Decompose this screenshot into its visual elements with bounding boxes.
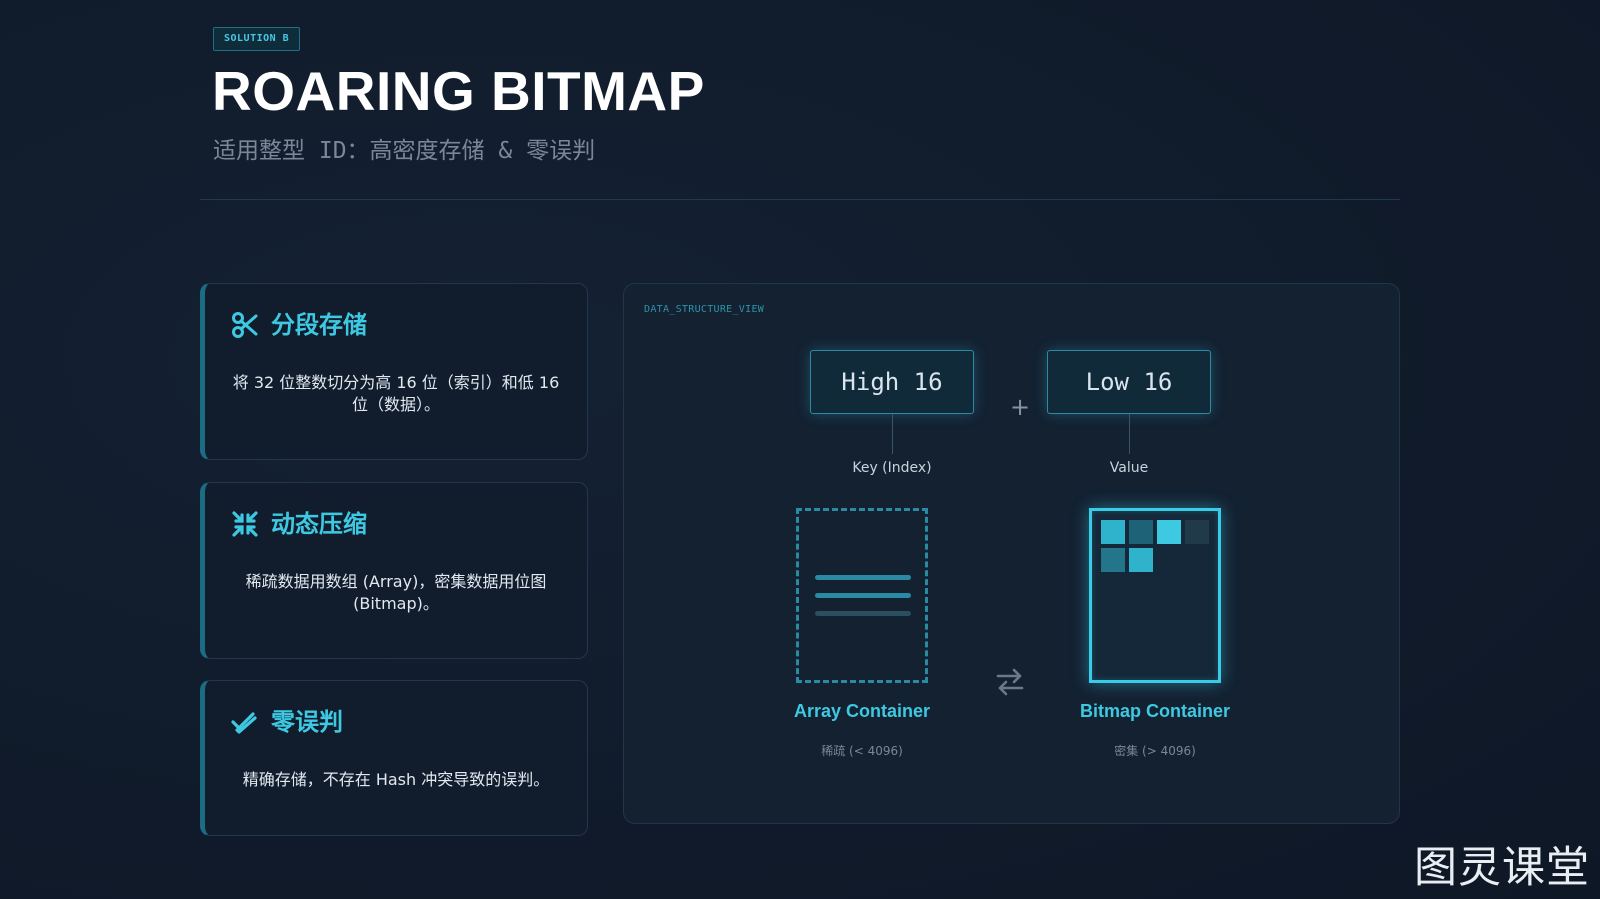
array-line	[815, 611, 911, 616]
watermark: 图灵课堂	[1414, 843, 1590, 893]
bitmap-cell	[1101, 548, 1125, 572]
feature-title: 零误判	[271, 708, 343, 736]
feature-card-dynamic-compression: 动态压缩 稀疏数据用数组 (Array)，密集数据用位图 (Bitmap)。	[200, 482, 588, 659]
bitmap-container-graphic	[1089, 508, 1221, 683]
bitmap-cell	[1185, 520, 1209, 544]
page-title: ROARING BITMAP	[212, 60, 705, 122]
array-container-graphic	[796, 508, 928, 683]
page-subtitle: 适用整型 ID：高密度存储 & 零误判	[213, 138, 596, 164]
data-structure-panel: DATA_STRUCTURE_VIEW High 16 + Low 16 Key…	[623, 283, 1400, 824]
key-index-caption: Key (Index)	[852, 460, 932, 476]
array-container-label: Array Container	[793, 701, 931, 721]
feature-description: 精确存储，不存在 Hash 冲突导致的误判。	[242, 770, 550, 789]
array-container-threshold: 稀疏 (< 4096)	[821, 744, 903, 758]
feature-card-header: 动态压缩	[231, 509, 367, 539]
solution-tag: SOLUTION B	[213, 27, 301, 51]
feature-card-header: 零误判	[231, 707, 343, 737]
bitmap-cell	[1129, 548, 1153, 572]
low-connector-line	[1129, 414, 1130, 454]
bitmap-container-label: Bitmap Container	[1079, 701, 1230, 721]
double-check-icon	[231, 712, 257, 734]
array-line	[815, 575, 911, 580]
bitmap-cell	[1129, 520, 1153, 544]
panel-label: DATA_STRUCTURE_VIEW	[644, 304, 765, 315]
feature-card-zero-false-positive: 零误判 精确存储，不存在 Hash 冲突导致的误判。	[200, 680, 588, 836]
feature-description: 稀疏数据用数组 (Array)，密集数据用位图 (Bitmap)。	[245, 572, 547, 613]
high-16-box: High 16	[810, 350, 974, 414]
array-line	[815, 593, 911, 598]
bitmap-cell	[1101, 520, 1125, 544]
header-divider	[200, 199, 1400, 200]
value-caption: Value	[1109, 460, 1149, 476]
feature-title: 分段存储	[271, 311, 367, 339]
high-connector-line	[892, 414, 893, 454]
scissors-icon	[232, 312, 258, 338]
bitmap-cell	[1157, 520, 1181, 544]
feature-description: 将 32 位整数切分为高 16 位（索引）和低 16 位（数据）。	[232, 373, 560, 414]
low-16-box: Low 16	[1047, 350, 1211, 414]
feature-title: 动态压缩	[271, 510, 367, 538]
swap-arrows-icon	[996, 668, 1024, 696]
compress-icon	[232, 511, 258, 537]
bitmap-container-threshold: 密集 (> 4096)	[1114, 744, 1196, 758]
feature-card-segmented-storage: 分段存储 将 32 位整数切分为高 16 位（索引）和低 16 位（数据）。	[200, 283, 588, 460]
feature-card-header: 分段存储	[231, 310, 367, 340]
plus-sign: +	[1009, 393, 1031, 421]
